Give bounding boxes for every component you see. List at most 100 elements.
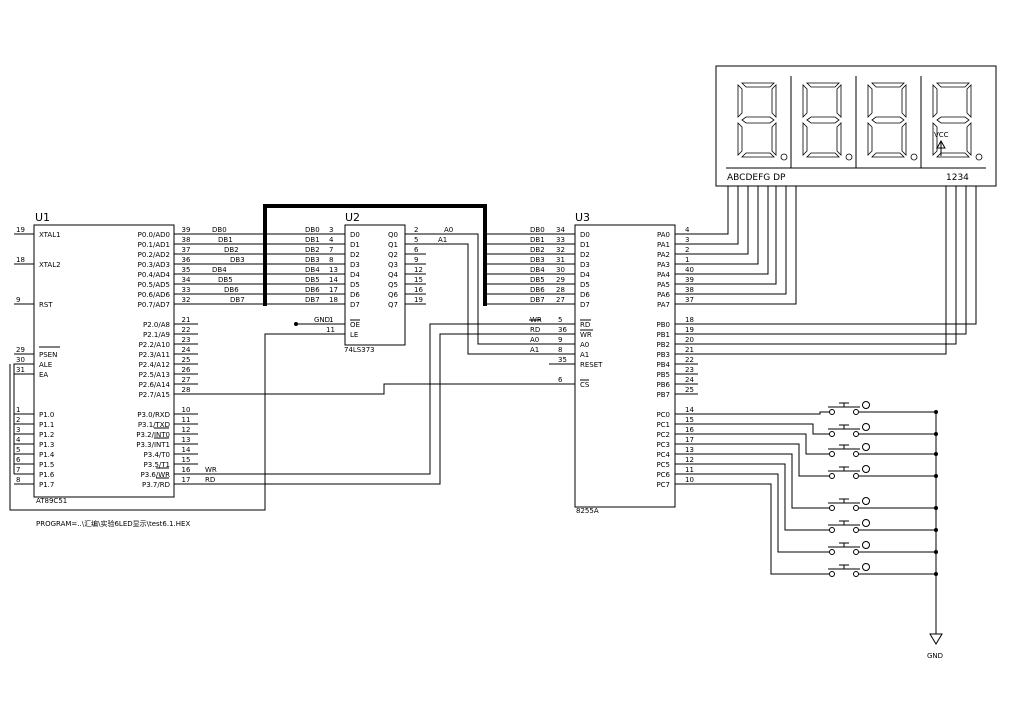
pa-to-segment: [698, 186, 729, 235]
u3-pin-name: PC5: [656, 461, 670, 469]
pushbutton-1: [828, 401, 938, 415]
u3-net-label: DB7: [530, 296, 545, 304]
net-rd: [198, 333, 549, 485]
u1-pin-name: P0.2/AD2: [138, 251, 170, 259]
u1-pin-name: P1.4: [39, 451, 55, 459]
u2-net-label: DB6: [305, 286, 320, 294]
u1-pin-name: P3.1/TXD: [138, 421, 170, 429]
u1-pin-num: 26: [182, 366, 191, 374]
u3-net-label: DB4: [530, 266, 545, 274]
u1-pin-name: P1.3: [39, 441, 54, 449]
decimal-point: [780, 153, 788, 161]
u2-pin-name: Q0: [388, 231, 398, 239]
net-a1: [426, 243, 549, 355]
u2-pin-name: Q3: [388, 261, 398, 269]
button-contact: [829, 527, 835, 533]
u1-pin-num: 6: [16, 456, 21, 464]
u3-pin-num: 36: [558, 326, 567, 334]
u3-pin-name: RD: [580, 321, 590, 329]
u3-pin-num: 33: [556, 236, 565, 244]
u3-net-label: A0: [530, 336, 539, 344]
u2-pin-num: 1: [329, 316, 333, 324]
button-mark: [862, 519, 870, 527]
data-bus: [263, 204, 487, 306]
u1-pin-name: RST: [39, 301, 53, 309]
segment: [836, 122, 842, 156]
button-mark: [862, 465, 870, 473]
pa-to-segment: [698, 186, 769, 275]
pc-to-button: [698, 453, 829, 509]
u1-pin-name: P2.2/A10: [139, 341, 170, 349]
u3-pin-num: 3: [685, 236, 689, 244]
u3-pin-name: PA1: [657, 241, 670, 249]
pa-to-segment: [698, 186, 777, 285]
u1-pin-name: P0.1/AD1: [138, 241, 170, 249]
u2-pin-num: 8: [329, 256, 333, 264]
u2-q1-net: A1: [438, 236, 447, 244]
u3-pin-name: PB2: [657, 341, 670, 349]
u3-pin-name: D1: [580, 241, 590, 249]
pushbutton-array: GND: [828, 401, 943, 660]
segment: [741, 82, 775, 88]
u1-pin-num: 38: [182, 236, 191, 244]
u3-pin-num: 13: [685, 446, 694, 454]
u3-pin-name: A0: [580, 341, 589, 349]
u3-pin-name: PA4: [657, 271, 671, 279]
u1-pin-num: 2: [16, 416, 20, 424]
u3-pin-name: A1: [580, 351, 589, 359]
u3-net-label: A1: [530, 346, 539, 354]
button-mark: [862, 423, 870, 431]
u1-pin-name: P0.4/AD4: [138, 271, 171, 279]
u1-pin-name: XTAL2: [39, 261, 61, 269]
button-contact: [853, 527, 859, 533]
u2-pin-name: D6: [350, 291, 360, 299]
u2-oe-net: GND: [314, 316, 330, 324]
u3-pin-name: D7: [580, 301, 590, 309]
u3-pin-num: 14: [685, 406, 694, 414]
u3-net-label: DB3: [530, 256, 545, 264]
u2-pin-num: 5: [414, 236, 418, 244]
u2-net-label: DB1: [305, 236, 320, 244]
digit-1: [737, 82, 788, 161]
u2-pin-name: Q6: [388, 291, 399, 299]
u2-pin-num: 19: [414, 296, 423, 304]
u2-pin-name: D2: [350, 251, 360, 259]
u1-ref: U1: [35, 211, 50, 224]
u2-pin-name: D4: [350, 271, 360, 279]
pb-to-digit: [698, 186, 967, 335]
net-a0: [426, 233, 549, 345]
u2-pin-name: Q1: [388, 241, 398, 249]
u1-pin-name: P2.5/A13: [139, 371, 170, 379]
u1-pin-num: 27: [182, 376, 191, 384]
u3-net-label: DB0: [530, 226, 545, 234]
u1-pin-name: P0.6/AD6: [138, 291, 171, 299]
u1-net-label: DB1: [218, 236, 233, 244]
u1-pin-name: P2.7/A15: [139, 391, 170, 399]
button-contact: [853, 473, 859, 479]
pushbutton-3: [828, 443, 938, 457]
u2-pin-name: Q7: [388, 301, 398, 309]
digit-pin-labels: 1234: [946, 173, 969, 183]
segment: [771, 122, 777, 156]
button-mark: [862, 563, 870, 571]
pa-to-segment: [698, 186, 759, 265]
segment: [737, 122, 743, 156]
u1-net-label: DB6: [224, 286, 239, 294]
u3-pin-name: D5: [580, 281, 590, 289]
button-contact: [853, 409, 859, 415]
u1-pin-name: P1.1: [39, 421, 54, 429]
u3-pin-name: PA6: [657, 291, 671, 299]
segment: [741, 116, 775, 124]
u3-ppi: U38255A34D0DB033D1DB132D2DB231D3DB330D4D…: [488, 211, 698, 515]
u3-net-label: DB2: [530, 246, 545, 254]
u1-pin-num: 18: [16, 256, 25, 264]
u1-pin-num: 29: [16, 346, 25, 354]
u3-pin-name: WR: [580, 331, 592, 339]
u1-pin-name: P3.4/T0: [144, 451, 170, 459]
u3-pin-num: 12: [685, 456, 694, 464]
u2-pin-name: Q5: [388, 281, 398, 289]
u3-pin-name: D0: [580, 231, 590, 239]
u2-pin-name: D3: [350, 261, 360, 269]
u1-pin-num: 30: [16, 356, 25, 364]
